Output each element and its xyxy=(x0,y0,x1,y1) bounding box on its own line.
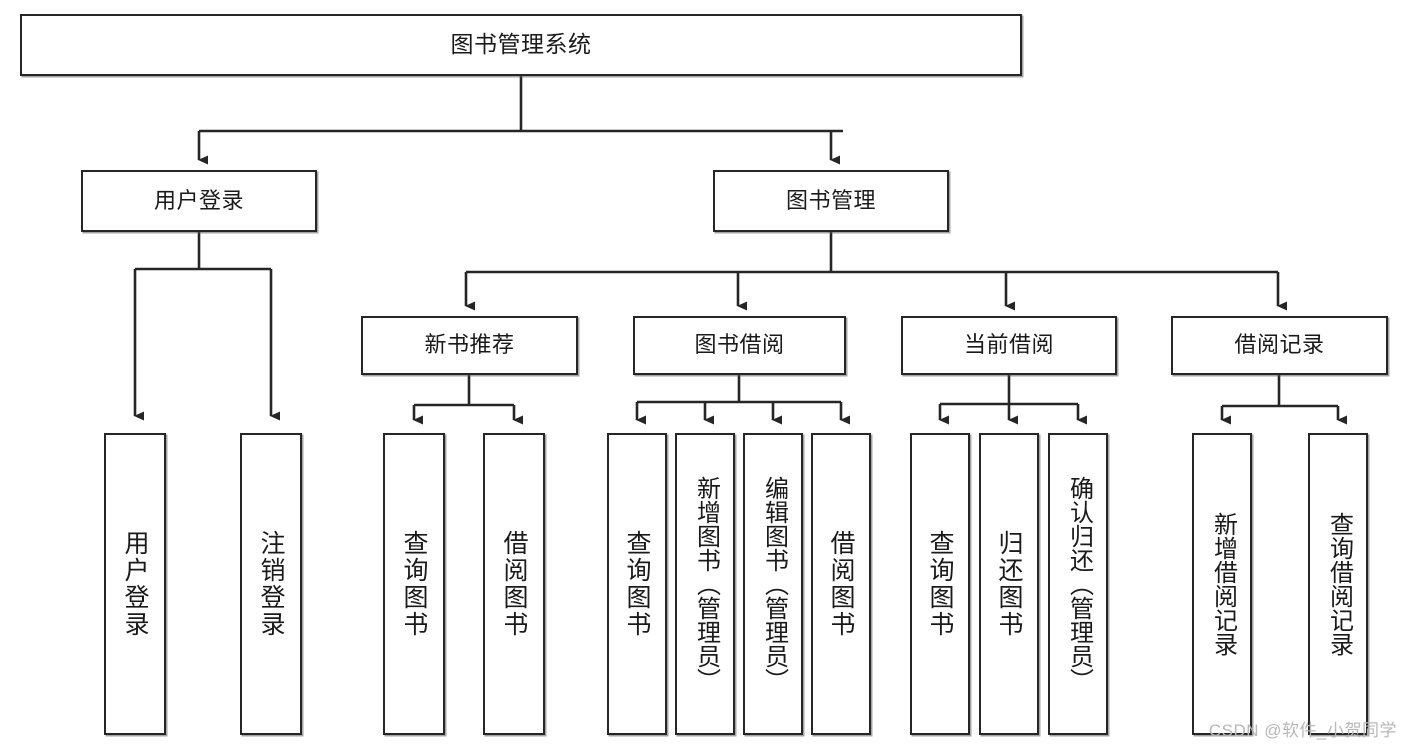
node-book-borrow-label: 图书借阅 xyxy=(694,332,785,358)
node-new-book-recommend-label: 新书推荐 xyxy=(424,332,515,358)
node-leaf-borrow-book-2-label: 借阅图书 xyxy=(827,530,855,638)
node-leaf-edit-book[interactable]: 编辑图书（管理员） xyxy=(743,433,803,735)
node-leaf-user-login[interactable]: 用户登录 xyxy=(104,433,166,735)
node-leaf-user-login-label: 用户登录 xyxy=(121,530,149,638)
node-leaf-borrow-book-1[interactable]: 借阅图书 xyxy=(483,433,545,735)
watermark-text: CSDN @软件_小贺同学 xyxy=(1208,721,1397,740)
node-leaf-return-book-label: 归还图书 xyxy=(995,530,1023,638)
node-book-borrow[interactable]: 图书借阅 xyxy=(633,316,846,375)
node-borrow-record-label: 借阅记录 xyxy=(1234,332,1325,358)
node-leaf-query-book-2[interactable]: 查询图书 xyxy=(607,433,667,735)
node-leaf-query-book-1-label: 查询图书 xyxy=(400,530,428,638)
node-current-borrow-label: 当前借阅 xyxy=(963,332,1054,358)
node-borrow-record[interactable]: 借阅记录 xyxy=(1171,316,1388,375)
node-leaf-logout-login[interactable]: 注销登录 xyxy=(240,433,302,735)
node-leaf-confirm-return-label: 确认归还（管理员） xyxy=(1065,476,1093,692)
node-leaf-confirm-return[interactable]: 确认归还（管理员） xyxy=(1048,433,1108,735)
node-root-label: 图书管理系统 xyxy=(450,31,592,58)
node-leaf-return-book[interactable]: 归还图书 xyxy=(979,433,1039,735)
node-new-book-recommend[interactable]: 新书推荐 xyxy=(361,316,578,375)
node-leaf-query-book-3[interactable]: 查询图书 xyxy=(910,433,970,735)
node-leaf-add-record-label: 新增借阅记录 xyxy=(1209,512,1237,656)
node-leaf-query-record[interactable]: 查询借阅记录 xyxy=(1308,433,1368,735)
node-book-manage[interactable]: 图书管理 xyxy=(713,170,949,232)
node-user-login[interactable]: 用户登录 xyxy=(81,170,317,232)
node-root[interactable]: 图书管理系统 xyxy=(20,14,1022,76)
node-book-manage-label: 图书管理 xyxy=(785,187,876,213)
node-leaf-query-record-label: 查询借阅记录 xyxy=(1325,512,1353,656)
node-leaf-query-book-3-label: 查询图书 xyxy=(926,530,954,638)
node-leaf-add-book[interactable]: 新增图书（管理员） xyxy=(675,433,735,735)
node-leaf-logout-login-label: 注销登录 xyxy=(257,530,285,638)
node-leaf-borrow-book-1-label: 借阅图书 xyxy=(500,530,528,638)
node-user-login-label: 用户登录 xyxy=(153,187,244,213)
node-leaf-query-book-2-label: 查询图书 xyxy=(623,530,651,638)
node-leaf-edit-book-label: 编辑图书（管理员） xyxy=(760,476,788,692)
node-current-borrow[interactable]: 当前借阅 xyxy=(901,316,1117,375)
node-leaf-add-book-label: 新增图书（管理员） xyxy=(692,476,720,692)
node-leaf-query-book-1[interactable]: 查询图书 xyxy=(383,433,445,735)
node-leaf-borrow-book-2[interactable]: 借阅图书 xyxy=(811,433,871,735)
node-leaf-add-record[interactable]: 新增借阅记录 xyxy=(1192,433,1252,735)
